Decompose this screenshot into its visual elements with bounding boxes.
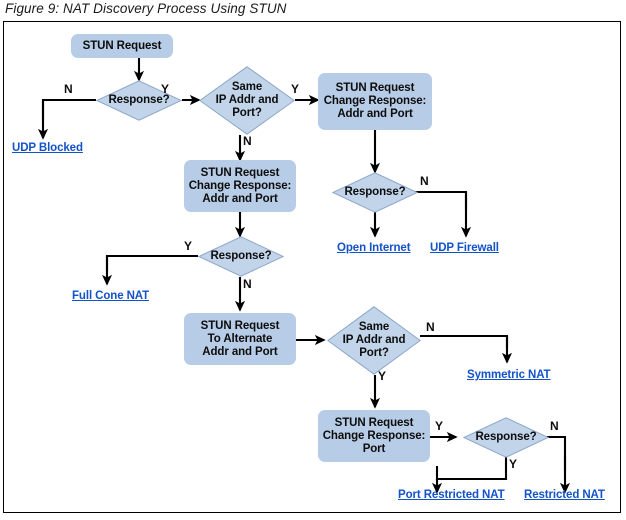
node-stun-request-to-alternate[interactable]: STUN Request To Alternate Addr and Port bbox=[184, 313, 296, 365]
branch-label-response4-no: N bbox=[550, 419, 559, 433]
diamond-shape bbox=[199, 66, 295, 135]
terminal-open-internet[interactable]: Open Internet bbox=[337, 242, 411, 254]
terminal-symmetric-nat[interactable]: Symmetric NAT bbox=[467, 369, 551, 381]
terminal-restricted-nat[interactable]: Restricted NAT bbox=[524, 489, 605, 501]
diamond-shape bbox=[96, 80, 182, 121]
terminal-full-cone-nat[interactable]: Full Cone NAT bbox=[72, 290, 150, 302]
node-stun-change-response-addr-port-open[interactable]: STUN Request Change Response: Addr and P… bbox=[318, 73, 432, 130]
diamond-shape bbox=[332, 172, 418, 213]
terminal-udp-firewall[interactable]: UDP Firewall bbox=[430, 242, 499, 254]
branch-label-same2-no: N bbox=[426, 320, 435, 334]
node-stun-request-start[interactable]: STUN Request bbox=[71, 34, 173, 58]
branch-label-response3-yes: Y bbox=[184, 239, 193, 253]
node-label: STUN Request Change Response: Addr and P… bbox=[323, 82, 427, 120]
node-decision-response-3[interactable]: Response? bbox=[198, 236, 284, 277]
branch-label-same2-yes: Y bbox=[378, 369, 387, 383]
terminal-port-restricted-nat[interactable]: Port Restricted NAT bbox=[398, 489, 505, 501]
branch-label-response2-no: N bbox=[420, 174, 429, 188]
node-decision-response-1[interactable]: Response? bbox=[96, 80, 182, 121]
terminal-udp-blocked[interactable]: UDP Blocked bbox=[12, 142, 83, 154]
node-stun-change-response-addr-port-cone[interactable]: STUN Request Change Response: Addr and P… bbox=[184, 160, 296, 212]
node-label: STUN Request Change Response: Addr and P… bbox=[188, 166, 292, 205]
branch-label-same1-no: N bbox=[243, 134, 252, 148]
branch-label-same1-yes: Y bbox=[291, 82, 300, 96]
figure-caption: Figure 9: NAT Discovery Process Using ST… bbox=[5, 1, 287, 16]
node-label: STUN Request Change Response: Port bbox=[322, 416, 426, 455]
node-decision-same-ip-addr-port-1[interactable]: Same IP Addr and Port? bbox=[199, 66, 295, 135]
node-label: STUN Request To Alternate Addr and Port bbox=[200, 319, 280, 358]
branch-label-response1-yes: Y bbox=[161, 82, 170, 96]
node-decision-response-4[interactable]: Response? bbox=[463, 417, 549, 458]
branch-label-response4-in-yes: Y bbox=[435, 419, 444, 433]
branch-label-response4-out-yes: Y bbox=[509, 457, 518, 471]
diamond-shape bbox=[198, 236, 284, 277]
branch-label-response3-no: N bbox=[243, 277, 252, 291]
node-decision-same-ip-addr-port-2[interactable]: Same IP Addr and Port? bbox=[327, 306, 421, 375]
branch-label-response1-no: N bbox=[64, 82, 73, 96]
node-stun-change-response-port[interactable]: STUN Request Change Response: Port bbox=[318, 410, 430, 462]
node-decision-response-2[interactable]: Response? bbox=[332, 172, 418, 213]
node-label: STUN Request bbox=[82, 39, 162, 52]
diamond-shape bbox=[463, 417, 549, 458]
diamond-shape bbox=[327, 306, 421, 375]
